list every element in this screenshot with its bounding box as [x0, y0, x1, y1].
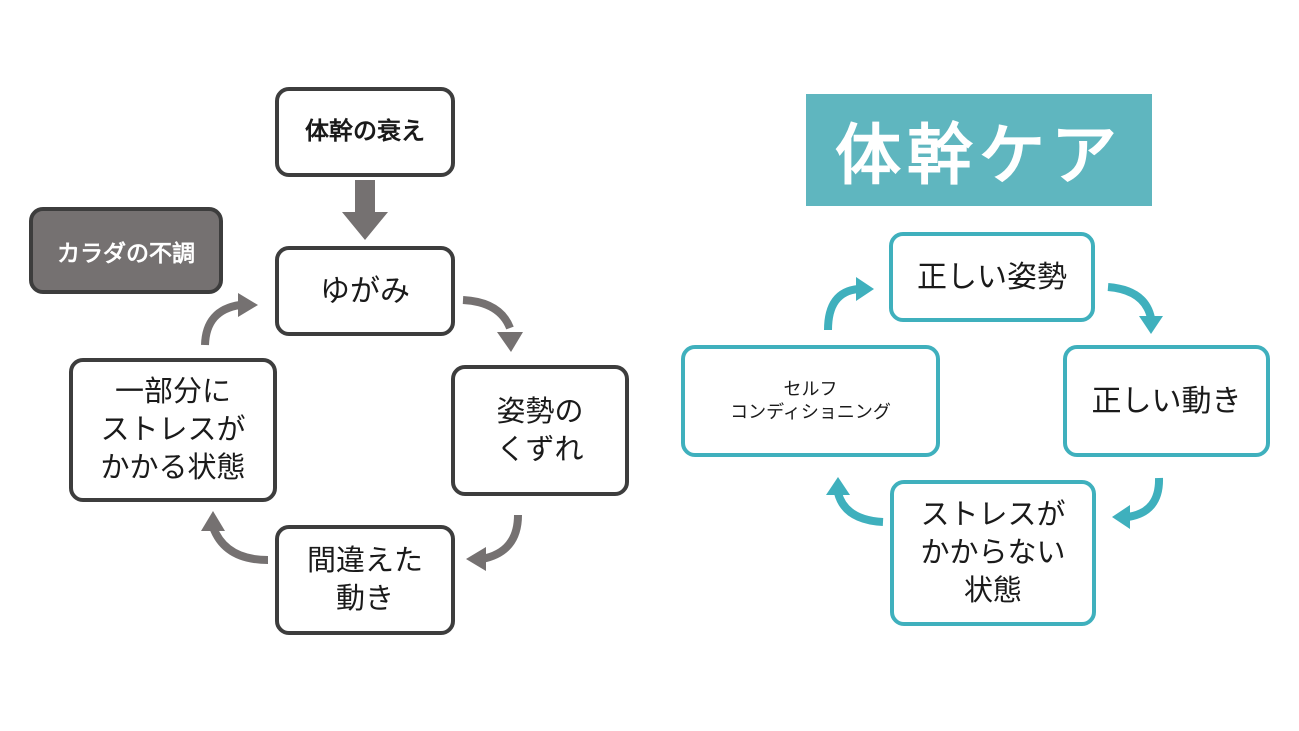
node-text-line: ストレスが: [100, 412, 246, 447]
node-text-line: 一部分に: [114, 374, 231, 409]
arrowhead-icon: [238, 293, 258, 317]
cycle-node-self-conditioning: セルフ コンディショニング: [681, 345, 940, 457]
core-care-logo-text: 体幹ケア: [835, 117, 1123, 194]
curved-arrow-icon: [1107, 283, 1155, 320]
node-text: 正しい動き: [1091, 383, 1242, 419]
node-text: ゆがみ: [320, 273, 410, 309]
core-decline-label: 体幹の衰え: [305, 117, 425, 146]
left-cycle-arrows: [201, 296, 522, 564]
curved-arrow-icon: [209, 525, 269, 564]
cycle-node-wrong-movement: 間違えた 動き: [275, 525, 455, 635]
node-text-line: かかる状態: [100, 449, 246, 484]
body-trouble-label: カラダの不調: [29, 207, 223, 294]
cycle-node-stress-free: ストレスが かからない 状態: [890, 480, 1096, 626]
down-arrow-icon: [342, 180, 388, 240]
core-decline-box: 体幹の衰え: [275, 87, 455, 177]
arrowhead-icon: [1139, 316, 1163, 334]
core-care-logo: 体幹ケア: [806, 94, 1152, 206]
node-text-line: 間違えた: [306, 543, 423, 578]
curved-arrow-icon: [462, 296, 514, 330]
node-text-line: セルフ: [783, 378, 838, 400]
curved-arrow-icon: [1127, 477, 1164, 521]
arrowhead-icon: [497, 332, 523, 352]
arrowhead-icon: [856, 277, 874, 301]
node-text-line: コンディショニング: [730, 402, 891, 423]
node-text-line: くずれ: [496, 431, 584, 466]
node-text-line: ストレスが: [920, 497, 1066, 532]
arrowhead-icon: [466, 547, 486, 571]
cycle-node-correct-movement: 正しい動き: [1063, 345, 1270, 457]
cycle-node-distortion: ゆがみ: [275, 246, 455, 336]
node-text-line: 姿勢の: [496, 393, 584, 428]
curved-arrow-icon: [824, 285, 859, 331]
node-text-line: かからない: [920, 535, 1066, 570]
right-cycle-arrowheads: [826, 277, 1163, 529]
node-text-line: 動き: [335, 581, 394, 615]
curved-arrow-icon: [481, 514, 522, 563]
arrowhead-icon: [826, 477, 850, 495]
cycle-node-posture-collapse: 姿勢の くずれ: [451, 365, 629, 496]
node-text: 正しい姿勢: [917, 259, 1067, 295]
curved-arrow-icon: [201, 301, 241, 346]
curved-arrow-icon: [834, 491, 884, 526]
arrowhead-icon: [1112, 505, 1130, 529]
cycle-node-correct-posture: 正しい姿勢: [889, 232, 1095, 322]
left-cycle-arrowheads: [201, 293, 523, 571]
body-trouble-text: カラダの不調: [57, 240, 195, 267]
node-text-line: 状態: [963, 572, 1022, 607]
arrowhead-icon: [201, 511, 225, 531]
cycle-node-partial-stress: 一部分に ストレスが かかる状態: [69, 358, 277, 502]
right-cycle-arrows: [824, 283, 1164, 526]
